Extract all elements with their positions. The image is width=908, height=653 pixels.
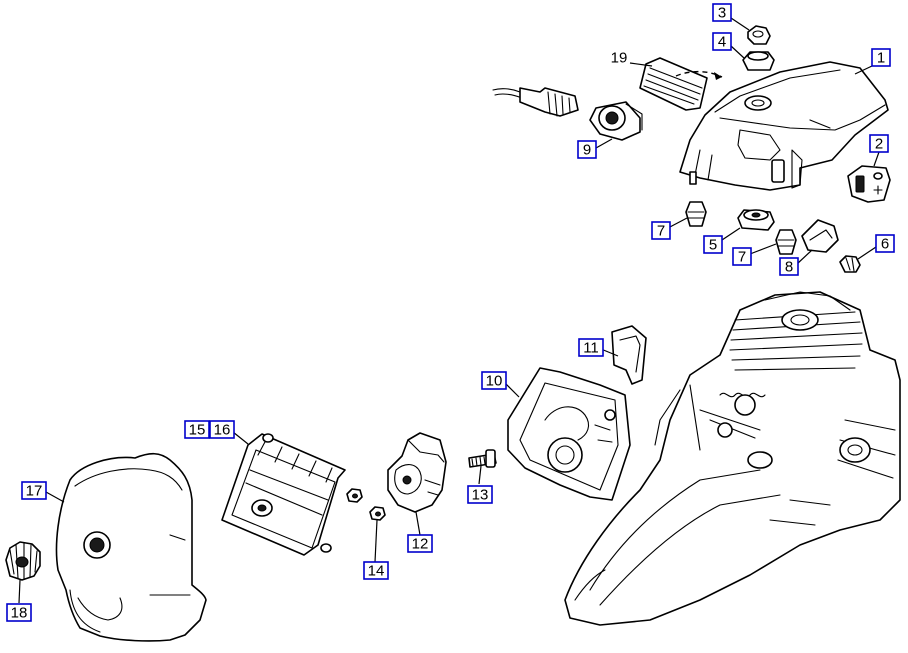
callout-15: 15	[184, 420, 210, 439]
part-9-grommet	[589, 101, 643, 141]
part-17-cover	[55, 452, 207, 642]
callout-2-label: 2	[875, 136, 883, 153]
callout-5-label: 5	[709, 237, 717, 254]
callout-18: 18	[6, 603, 32, 622]
callout-16: 16	[209, 420, 235, 439]
callout-6-label: 6	[881, 236, 889, 253]
part-12-intake	[387, 432, 447, 513]
part-2-latch	[847, 165, 891, 203]
part-11-bracket	[611, 325, 647, 385]
spark-plug-boot	[492, 87, 579, 117]
part-15-16-air-filter	[221, 433, 346, 556]
callout-6: 6	[875, 234, 895, 253]
part-10-carburetor-box	[507, 367, 631, 501]
callout-7a-label: 7	[657, 223, 665, 240]
callout-4: 4	[712, 32, 732, 51]
callout-3: 3	[712, 3, 732, 22]
callout-13: 13	[467, 485, 493, 504]
part-14-nuts	[346, 488, 386, 521]
part-4-washer	[742, 51, 775, 71]
callout-11-label: 11	[583, 340, 599, 357]
callout-14: 14	[363, 561, 389, 580]
callout-3-label: 3	[718, 5, 726, 22]
part-5-bushing	[737, 209, 775, 231]
callout-8: 8	[779, 257, 799, 276]
engine-housing	[564, 291, 901, 626]
callout-11: 11	[578, 338, 604, 357]
callout-17-label: 17	[26, 483, 43, 500]
part-19-filter-pad	[639, 57, 708, 111]
leader-lines	[18, 17, 880, 604]
part-6-nut	[839, 255, 861, 273]
callout-10: 10	[481, 371, 507, 390]
callout-7b: 7	[732, 247, 752, 266]
callout-10-label: 10	[486, 373, 503, 390]
part-1-shroud	[679, 61, 889, 191]
mount-arrow	[675, 70, 723, 80]
part-19-label: 19	[611, 50, 628, 67]
part-13-bolt	[468, 449, 497, 468]
callout-17: 17	[21, 481, 47, 500]
part-7-grommet-b	[775, 229, 797, 255]
callout-12-label: 12	[412, 536, 429, 553]
callout-7a: 7	[651, 221, 671, 240]
callout-1-label: 1	[877, 50, 885, 67]
callout-9: 9	[577, 140, 597, 159]
callout-14-label: 14	[368, 563, 385, 580]
callout-2: 2	[869, 134, 889, 153]
callout-5: 5	[703, 235, 723, 254]
callout-9-label: 9	[583, 142, 591, 159]
part-7-grommet-a	[685, 201, 707, 227]
callout-15-label: 15	[189, 422, 206, 439]
callout-16-label: 16	[214, 422, 231, 439]
callout-4-label: 4	[718, 34, 726, 51]
part-3-cap	[747, 25, 771, 45]
callout-8-label: 8	[785, 259, 793, 276]
callout-12: 12	[407, 534, 433, 553]
callout-1: 1	[871, 48, 891, 67]
callout-18-label: 18	[11, 605, 28, 622]
part-8-clip	[801, 219, 839, 253]
callout-7b-label: 7	[738, 249, 746, 266]
callout-13-label: 13	[472, 487, 489, 504]
part-18-knob	[5, 541, 41, 581]
